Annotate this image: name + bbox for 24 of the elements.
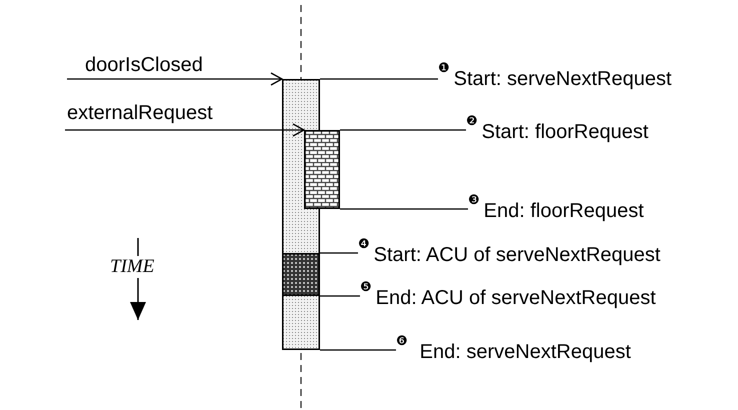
callout-text: End: serveNextRequest [420, 341, 631, 363]
callout-text: End: ACU of serveNextRequest [376, 287, 656, 309]
leader-line [340, 129, 466, 131]
nested-activation-box [304, 130, 340, 209]
callout-text: End: floorRequest [484, 200, 644, 222]
callout-text: Start: floorRequest [482, 121, 648, 143]
callout-number: ❶ [438, 62, 450, 76]
callout-text: Start: serveNextRequest [454, 68, 672, 90]
message-label: externalRequest [67, 102, 213, 124]
callout-number: ❸ [468, 194, 480, 208]
callout-number: ❻ [396, 335, 408, 349]
message-arrow [67, 72, 283, 86]
callout-number: ❷ [466, 115, 478, 129]
leader-line [320, 349, 396, 351]
callout-number: ❺ [360, 281, 372, 295]
message-arrow [65, 123, 305, 137]
leader-line [340, 208, 468, 210]
callout-number: ❹ [358, 238, 370, 252]
callout-text: Start: ACU of serveNextRequest [374, 244, 660, 266]
leader-line [320, 78, 438, 80]
leader-line [320, 295, 360, 297]
leader-line [320, 252, 358, 254]
activation-segment [282, 253, 320, 296]
axis-label: TIME [110, 256, 154, 278]
